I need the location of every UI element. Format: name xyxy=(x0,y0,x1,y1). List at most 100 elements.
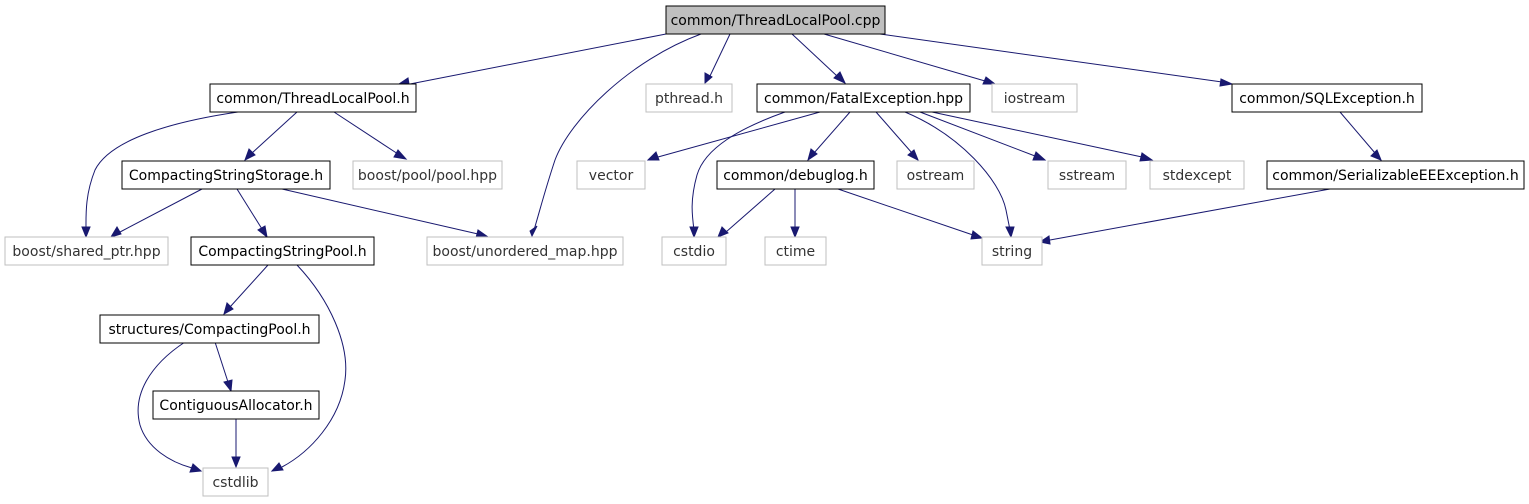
edge-root-to-fatalexception xyxy=(791,33,838,77)
node-cstdio: cstdio xyxy=(661,236,727,266)
node-compactingstringstorage-h[interactable]: CompactingStringStorage.h xyxy=(121,160,331,190)
node-string: string xyxy=(981,236,1043,266)
edge-arrowhead xyxy=(689,226,699,239)
node-label: ostream xyxy=(907,168,965,184)
edge-serializable-to-string xyxy=(1049,188,1331,241)
edge-arrowhead xyxy=(393,149,408,160)
nodes: common/ThreadLocalPool.cpp common/Thread… xyxy=(4,5,1525,497)
edge-arrowhead xyxy=(529,225,538,238)
edge-csp-to-cstdlib xyxy=(281,264,347,468)
edge-arrowhead xyxy=(270,462,284,472)
node-threadlocalpool-h[interactable]: common/ThreadLocalPool.h xyxy=(209,83,417,113)
edge-fatal-to-cstdio xyxy=(691,111,786,231)
node-label: common/debuglog.h xyxy=(723,168,868,184)
edge-threadlocalpool-h-to-pool-hpp xyxy=(333,111,399,155)
edge-arrowhead xyxy=(807,148,818,162)
node-label: CompactingStringStorage.h xyxy=(129,168,323,184)
node-label: cstdio xyxy=(673,244,715,260)
edge-threadlocalpool-h-to-shared-ptr xyxy=(85,111,239,231)
node-serializableeeexception-h[interactable]: common/SerializableEEException.h xyxy=(1266,160,1525,190)
edge-debuglog-to-string xyxy=(837,188,974,236)
edge-root-to-pthread xyxy=(709,33,731,77)
edge-arrowhead xyxy=(223,379,233,393)
node-cstdlib: cstdlib xyxy=(202,467,269,497)
node-root-file[interactable]: common/ThreadLocalPool.cpp xyxy=(665,5,886,35)
edge-sqlexception-to-serializable xyxy=(1339,111,1376,154)
node-debuglog-h[interactable]: common/debuglog.h xyxy=(716,160,875,190)
edge-arrowhead xyxy=(1139,152,1154,162)
edge-fatal-to-debuglog xyxy=(813,111,851,154)
node-compactingpool-h[interactable]: structures/CompactingPool.h xyxy=(99,314,320,344)
edge-cpool-to-cstdlib xyxy=(137,341,193,469)
node-ostream: ostream xyxy=(896,160,975,190)
edge-root-to-sqlexception xyxy=(879,33,1223,83)
edge-arrowhead xyxy=(646,151,660,161)
edge-arrowhead xyxy=(790,226,800,239)
node-label: iostream xyxy=(1004,91,1066,107)
edge-arrowhead xyxy=(257,225,268,239)
node-label: boost/shared_ptr.hpp xyxy=(12,244,160,260)
node-sstream: sstream xyxy=(1047,160,1127,190)
node-label: common/SQLException.h xyxy=(1239,91,1415,107)
edge-fatal-to-stdexcept xyxy=(931,111,1143,158)
node-label: common/SerializableEEException.h xyxy=(1272,168,1518,184)
node-label: structures/CompactingPool.h xyxy=(108,322,310,338)
node-label: common/ThreadLocalPool.cpp xyxy=(671,13,881,29)
edge-root-to-unordered-map xyxy=(533,33,702,231)
node-ctime: ctime xyxy=(764,236,827,266)
edges xyxy=(81,33,1382,473)
node-unordered-map-hpp: boost/unordered_map.hpp xyxy=(426,236,624,266)
node-label: CompactingStringPool.h xyxy=(198,244,366,260)
node-iostream: iostream xyxy=(991,83,1078,113)
node-label: boost/unordered_map.hpp xyxy=(433,244,618,260)
node-fatalexception-hpp[interactable]: common/FatalException.hpp xyxy=(756,83,971,113)
edge-css-to-unordered-map xyxy=(281,188,479,235)
edge-csp-to-cpool xyxy=(229,264,269,308)
node-stdexcept: stdexcept xyxy=(1149,160,1245,190)
edge-arrowhead xyxy=(982,76,997,85)
node-label: stdexcept xyxy=(1163,168,1232,184)
edge-arrowhead xyxy=(1370,149,1382,161)
edge-arrowhead xyxy=(223,302,234,316)
edge-arrowhead xyxy=(109,226,122,238)
edge-cpool-to-contig xyxy=(214,341,229,383)
edge-debuglog-to-cstdio xyxy=(725,188,776,233)
node-label: cstdlib xyxy=(212,475,258,491)
edge-arrowhead xyxy=(907,149,919,162)
node-vector: vector xyxy=(576,160,646,190)
node-contiguousallocator-h[interactable]: ContiguousAllocator.h xyxy=(152,390,320,420)
node-shared-ptr-hpp: boost/shared_ptr.hpp xyxy=(4,236,169,266)
node-pool-hpp: boost/pool/pool.hpp xyxy=(352,160,503,190)
node-label: vector xyxy=(589,168,634,184)
edge-arrowhead xyxy=(970,230,984,240)
node-label: common/ThreadLocalPool.h xyxy=(216,91,409,107)
edge-arrowhead xyxy=(833,71,847,85)
edge-fatal-to-string xyxy=(904,111,1011,231)
node-pthread-h: pthread.h xyxy=(645,83,733,113)
edge-arrowhead xyxy=(717,226,729,238)
edge-arrowhead xyxy=(704,72,713,85)
edge-arrowhead xyxy=(1032,151,1047,161)
edge-fatal-to-vector xyxy=(657,111,821,158)
node-label: common/FatalException.hpp xyxy=(764,91,963,107)
edge-fatal-to-sstream xyxy=(919,111,1036,157)
edge-fatal-to-ostream xyxy=(875,111,913,154)
node-label: ContiguousAllocator.h xyxy=(159,398,312,414)
node-label: boost/pool/pool.hpp xyxy=(358,168,497,184)
edge-arrowhead xyxy=(1219,78,1234,87)
edge-css-to-csp xyxy=(236,188,263,230)
edge-root-to-threadlocalpool-h xyxy=(409,33,667,85)
edge-arrowhead xyxy=(244,148,256,162)
node-label: string xyxy=(992,244,1032,260)
node-compactingstringpool-h[interactable]: CompactingStringPool.h xyxy=(190,236,375,266)
node-label: pthread.h xyxy=(655,91,723,107)
node-label: ctime xyxy=(776,244,815,260)
edge-arrowhead xyxy=(231,456,241,469)
edge-arrowhead xyxy=(81,226,91,239)
edge-threadlocalpool-h-to-css xyxy=(251,111,298,154)
node-label: sstream xyxy=(1059,168,1115,184)
edge-arrowhead xyxy=(1005,226,1015,239)
edge-css-to-shared-ptr xyxy=(119,188,203,233)
node-sqlexception-h[interactable]: common/SQLException.h xyxy=(1231,83,1423,113)
